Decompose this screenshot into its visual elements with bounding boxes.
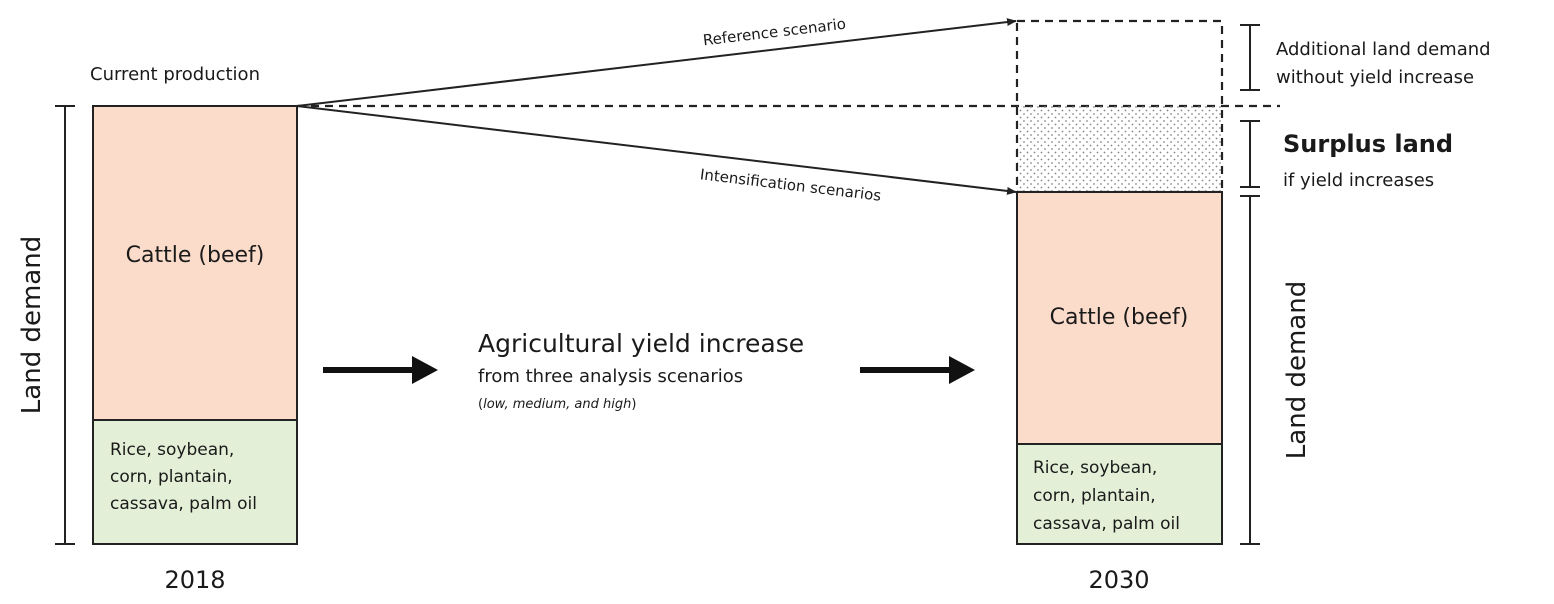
center-note-suffix: ) [631, 397, 636, 412]
current-production-label: Current production [90, 64, 260, 85]
bar-2030-crops-line: Rice, soybean, [1033, 458, 1157, 478]
bar-2030 [1016, 191, 1223, 545]
center-note: (low, medium, and high) [478, 397, 636, 412]
bar-2018-crops-line: cassava, palm oil [110, 494, 257, 514]
center-arrow-right [860, 356, 975, 384]
bar-2030-crops-line: corn, plantain, [1033, 486, 1156, 506]
surplus-land-bracket [1240, 120, 1260, 188]
reference-scenario-arrow [296, 18, 1017, 107]
year-2018-label: 2018 [164, 566, 225, 594]
bar-2030-crops-segment [1016, 443, 1223, 545]
surplus-land-subtitle: if yield increases [1283, 170, 1434, 191]
center-note-text: low, medium, and high [483, 397, 631, 412]
right-land-demand-bracket [1240, 195, 1260, 545]
center-subtitle: from three analysis scenarios [478, 366, 743, 387]
bar-2018-crops-line: Rice, soybean, [110, 440, 234, 460]
left-axis-label: Land demand [17, 236, 47, 414]
center-title: Agricultural yield increase [478, 329, 804, 358]
intensification-scenario-arrow [296, 105, 1017, 195]
center-note-prefix: ( [478, 397, 483, 412]
bar-2030-beef-segment [1016, 191, 1223, 445]
additional-demand-label-line: Additional land demand [1276, 39, 1491, 60]
left-land-demand-bracket [55, 105, 75, 545]
bar-2030-crops-line: cassava, palm oil [1033, 514, 1180, 534]
additional-demand-bracket [1240, 24, 1260, 91]
bar-2018 [92, 105, 298, 545]
right-axis-label: Land demand [1282, 281, 1312, 459]
additional-demand-label-line: without yield increase [1276, 67, 1474, 88]
bar-2018-beef-segment [92, 105, 298, 421]
surplus-land-area [1017, 106, 1222, 192]
year-2030-label: 2030 [1088, 566, 1149, 594]
bar-2018-beef-label: Cattle (beef) [126, 243, 265, 268]
bar-2030-beef-label: Cattle (beef) [1050, 305, 1189, 330]
bar-2018-crops-line: corn, plantain, [110, 467, 233, 487]
bar-2018-crops-segment [92, 419, 298, 545]
intensification-scenario-label: Intensification scenarios [699, 165, 882, 204]
center-arrow-left [323, 356, 438, 384]
surplus-land-title: Surplus land [1283, 130, 1453, 158]
